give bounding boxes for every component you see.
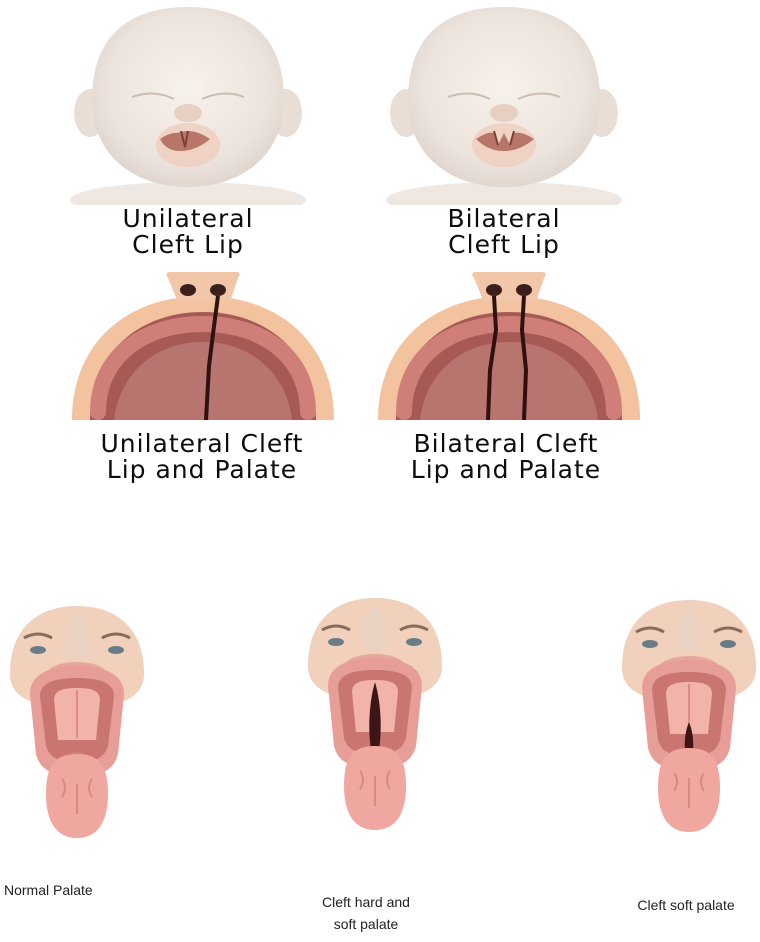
caption-line-1: Unilateral Cleft [52,431,352,457]
caption-line-2: Cleft Lip [62,232,314,258]
caption-bilateral-cleft-lip-palate: Bilateral Cleft Lip and Palate [356,431,656,483]
caption-line-1: Normal Palate [4,879,124,901]
caption-line-2: Lip and Palate [356,457,656,483]
caption-line-1: Unilateral [62,206,314,232]
caption-unilateral-cleft-lip: Unilateral Cleft Lip [62,206,314,258]
caption-cleft-soft-palate: Cleft soft palate [618,894,754,916]
caption-cleft-hard-soft-palate: Cleft hard and soft palate [304,891,428,935]
cleft-hard-soft-palate-illustration [304,596,446,834]
caption-normal-palate: Normal Palate [4,879,124,901]
caption-line-1: Cleft hard and [304,891,428,913]
baby-face-bilateral-illustration [378,5,630,205]
caption-line-2: soft palate [304,913,428,935]
caption-line-2: Cleft Lip [378,232,630,258]
caption-bilateral-cleft-lip: Bilateral Cleft Lip [378,206,630,258]
caption-line-2: Lip and Palate [52,457,352,483]
caption-line-1: Cleft soft palate [618,894,754,916]
normal-palate-illustration [6,604,148,842]
palate-unilateral-illustration [68,272,338,422]
caption-line-1: Bilateral Cleft [356,431,656,457]
palate-bilateral-illustration [374,272,644,422]
caption-line-1: Bilateral [378,206,630,232]
baby-face-unilateral-illustration [62,5,314,205]
caption-unilateral-cleft-lip-palate: Unilateral Cleft Lip and Palate [52,431,352,483]
cleft-soft-palate-illustration [618,598,760,836]
